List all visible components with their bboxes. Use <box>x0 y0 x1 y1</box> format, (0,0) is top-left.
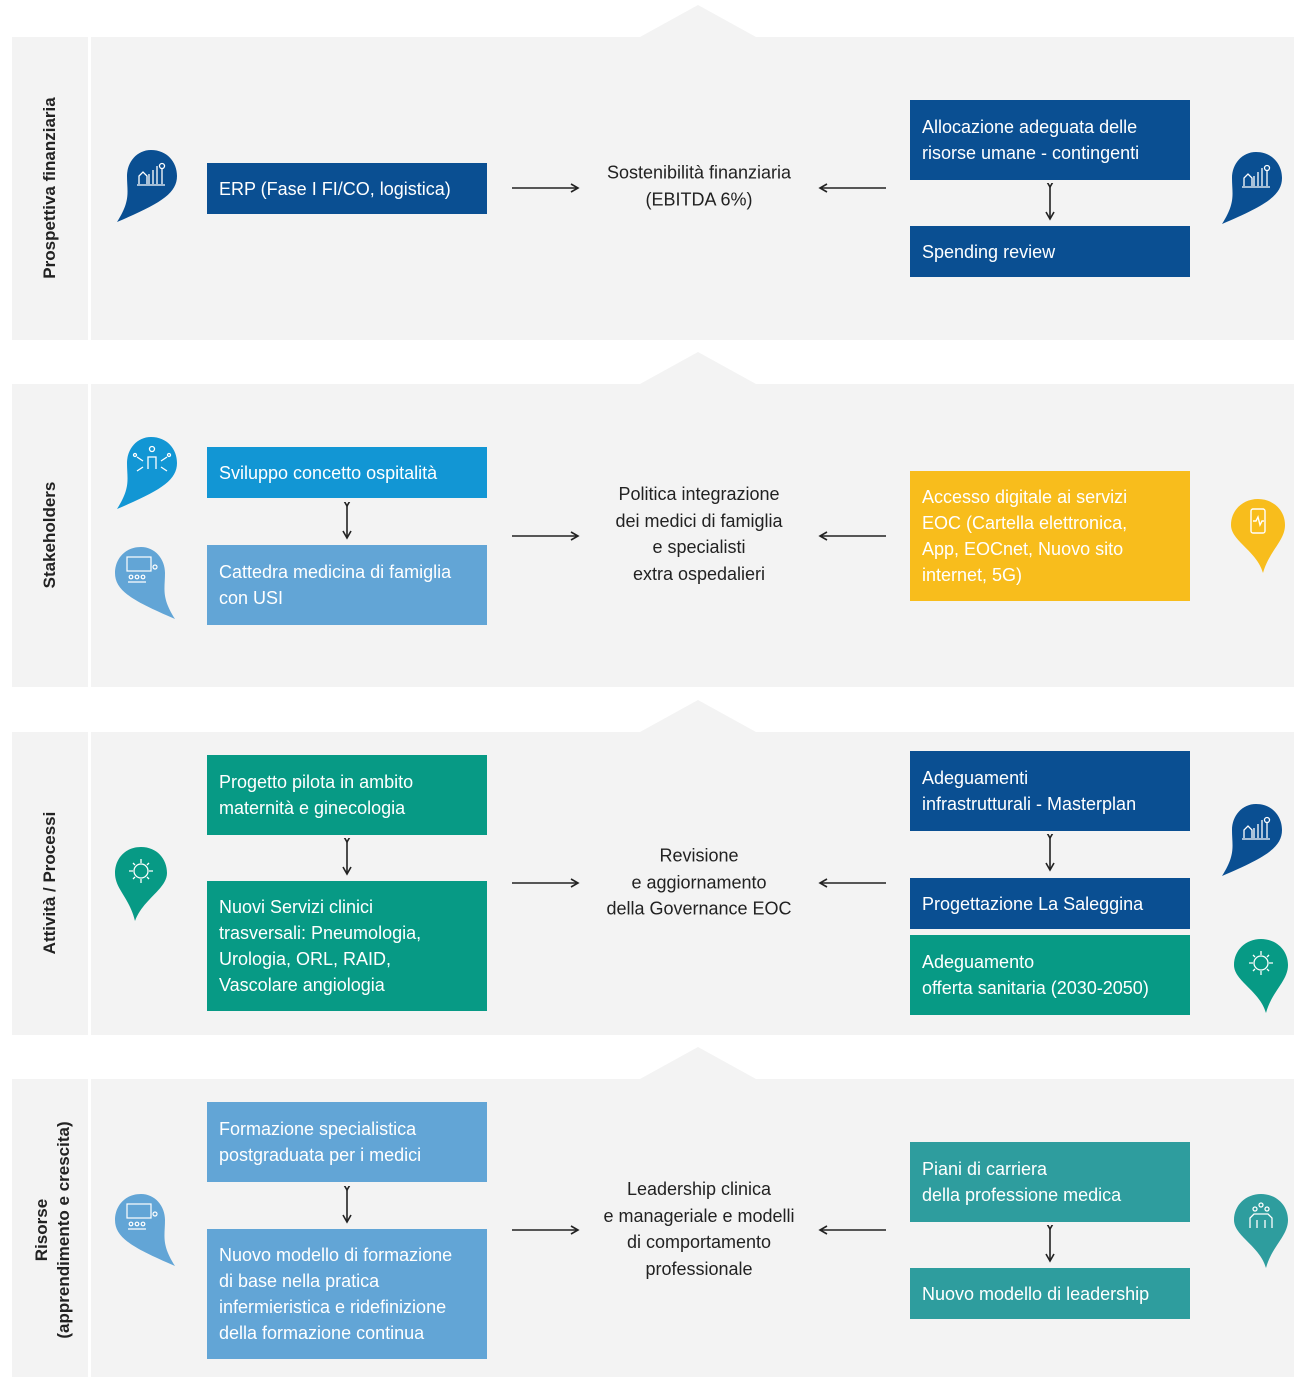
box-accesso-digitale: Accesso digitale ai servizi EOC (Cartell… <box>910 471 1190 601</box>
band-label-column <box>12 37 91 340</box>
row-label: Attività / Processi <box>40 811 59 955</box>
box-ospitalita: Sviluppo concetto ospitalità <box>207 447 487 498</box>
box-nuovi-servizi: Nuovi Servizi clinici trasversali: Pneum… <box>207 881 487 1011</box>
arrow-left <box>818 1225 886 1235</box>
center-goal: Revisione e aggiornamento della Governan… <box>606 845 792 919</box>
box-allocazione: Allocazione adeguata delle risorse umane… <box>910 100 1190 180</box>
band-label-column <box>12 384 91 687</box>
box-cattedra: Cattedra medicina di famiglia con USI <box>207 545 487 625</box>
box-progetto-pilota: Progetto pilota in ambito maternità e gi… <box>207 755 487 835</box>
arrow-left <box>818 183 886 193</box>
arrow-right <box>512 531 580 541</box>
band-peak <box>640 700 756 732</box>
box-masterplan: Adeguamenti infrastrutturali - Masterpla… <box>910 751 1190 831</box>
box-formazione-specialistica: Formazione specialistica postgraduata pe… <box>207 1102 487 1182</box>
band-peak <box>640 1047 756 1079</box>
center-goal: Sostenibilità finanziaria (EBITDA 6%) <box>606 162 792 210</box>
band-label-column <box>12 1079 91 1377</box>
finance-chart-pin-icon <box>1222 152 1282 224</box>
box-offerta-sanitaria: Adeguamento offerta sanitaria (2030-2050… <box>910 935 1190 1015</box>
box-spending-review: Spending review <box>910 226 1190 277</box>
center-goal: Leadership clinica e manageriale e model… <box>603 1179 795 1279</box>
process-gear-pin-icon <box>1234 939 1288 1013</box>
arrow-right <box>512 183 580 193</box>
arrow-right <box>512 1225 580 1235</box>
stakeholder-network-pin-icon <box>117 437 177 509</box>
double-arrow-vertical <box>1045 183 1055 221</box>
box-erp: ERP (Fase I FI/CO, logistica) <box>207 163 487 214</box>
arrow-right <box>512 878 580 888</box>
team-people-pin-icon <box>1234 1194 1288 1268</box>
box-nuovo-modello-leadership: Nuovo modello di leadership <box>910 1268 1190 1319</box>
double-arrow-vertical <box>342 1186 352 1224</box>
center-goal: Politica integrazione dei medici di fami… <box>615 484 783 584</box>
row-label: Stakeholders <box>40 481 59 589</box>
band-label-column <box>12 732 91 1035</box>
double-arrow-vertical <box>342 838 352 876</box>
smartphone-pin-icon <box>1231 499 1285 573</box>
arrow-left <box>818 531 886 541</box>
row-label: Prospettiva finanziaria <box>40 97 59 279</box>
band-peak <box>640 352 756 384</box>
box-saleggina: Progettazione La Saleggina <box>910 878 1190 929</box>
finance-chart-pin-icon <box>1222 804 1282 876</box>
classroom-pin-icon <box>115 547 175 619</box>
row-label: Risorse (apprendimento e crescita) <box>32 1121 73 1339</box>
double-arrow-vertical <box>1045 834 1055 872</box>
double-arrow-vertical <box>342 502 352 540</box>
double-arrow-vertical <box>1045 1225 1055 1263</box>
band-peak <box>640 5 756 37</box>
box-piani-carriera: Piani di carriera della professione medi… <box>910 1142 1190 1222</box>
process-gear-pin-icon <box>115 847 167 921</box>
classroom-pin-icon <box>115 1194 175 1266</box>
box-nuovo-modello-formazione: Nuovo modello di formazione di base nell… <box>207 1229 487 1359</box>
arrow-left <box>818 878 886 888</box>
finance-chart-pin-icon <box>117 150 177 222</box>
